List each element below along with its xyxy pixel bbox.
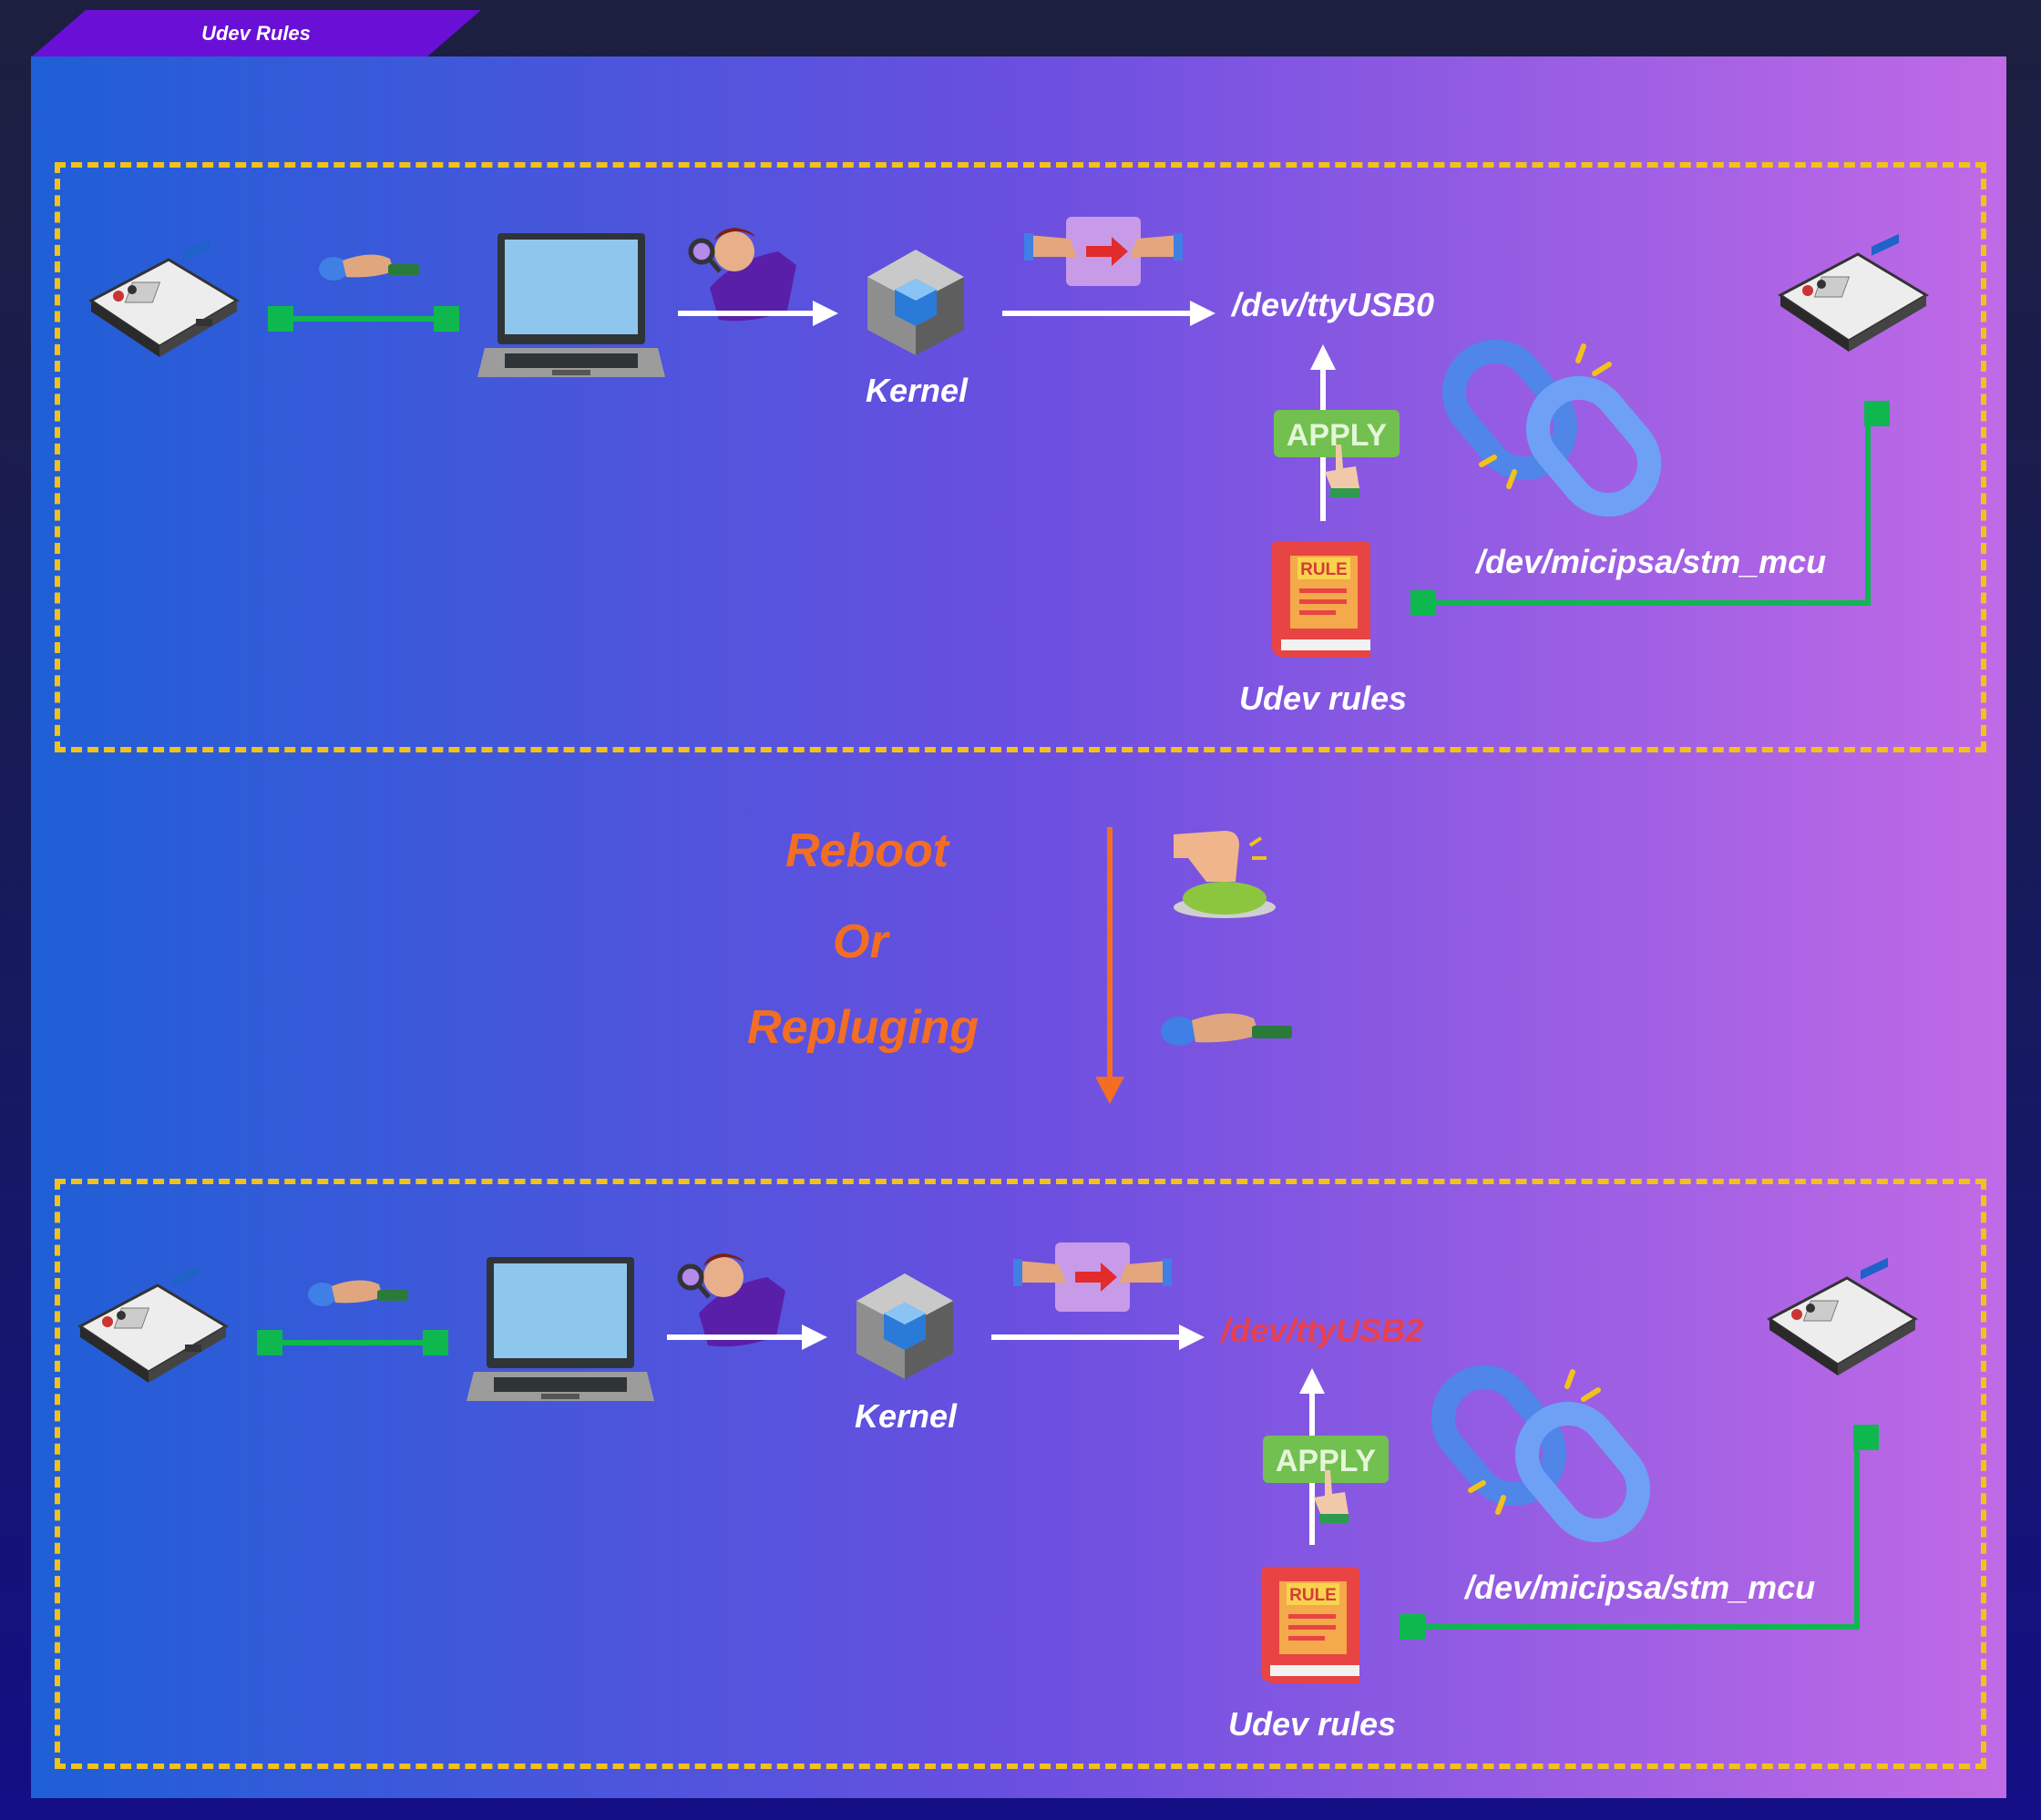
handoff-transfer-icon — [1024, 217, 1183, 286]
reboot-arrow-down — [1095, 827, 1124, 1104]
title-tab: Udev Rules — [31, 10, 481, 57]
symlink-label: /dev/micipsa/stm_mcu — [1476, 543, 1827, 580]
detective-inspecting-icon — [688, 228, 796, 322]
outer-frame — [31, 56, 2006, 1798]
symlink-connector — [1400, 1425, 1879, 1640]
udev-rules-label: Udev rules — [1228, 1705, 1397, 1743]
udev-rules-label: Udev rules — [1239, 680, 1408, 717]
title-tab-label: Udev Rules — [201, 22, 311, 45]
usb-plug-hand-icon — [308, 1280, 408, 1306]
reboot-label: Reboot — [785, 824, 949, 877]
chain-link-icon — [1441, 339, 1662, 517]
rule-book-icon: RULE — [1272, 541, 1370, 658]
arrow-to-kernel — [667, 1324, 827, 1350]
usb-plug-hand-icon — [319, 254, 419, 281]
arrow-to-device-node — [991, 1324, 1205, 1350]
device-node-label: /dev/ttyUSB0 — [1232, 286, 1435, 323]
handoff-transfer-icon — [1013, 1242, 1172, 1312]
microcontroller-board-icon — [88, 239, 240, 357]
usb-replug-hand-icon — [1161, 1013, 1292, 1046]
apply-button-icon: APPLY — [1274, 410, 1400, 497]
panel-after — [55, 1179, 1986, 1769]
panel-before — [55, 162, 1986, 752]
symlink-connector — [1410, 401, 1890, 616]
kernel-label: Kernel — [855, 1397, 958, 1435]
usb-cable-connector — [257, 1330, 448, 1355]
kernel-label: Kernel — [866, 372, 969, 409]
apply-button-icon: APPLY — [1263, 1436, 1389, 1523]
repluging-label: Repluging — [747, 1001, 979, 1054]
laptop-icon — [477, 233, 665, 377]
rule-text: RULE — [1300, 560, 1348, 579]
or-label: Or — [833, 915, 888, 968]
kernel-cube-icon — [867, 250, 964, 355]
laptop-icon — [467, 1257, 654, 1401]
rule-book-icon: RULE — [1261, 1567, 1359, 1683]
detective-inspecting-icon — [677, 1253, 785, 1347]
kernel-cube-icon — [856, 1273, 953, 1379]
arrow-to-device-node — [1002, 301, 1215, 326]
microcontroller-board-icon-right — [1767, 1257, 1918, 1375]
microcontroller-board-icon — [77, 1264, 229, 1383]
arrow-to-kernel — [678, 301, 838, 326]
usb-cable-connector — [268, 306, 459, 332]
symlink-label: /dev/micipsa/stm_mcu — [1465, 1569, 1816, 1606]
device-node-label-changed: /dev/ttyUSB2 — [1221, 1312, 1424, 1349]
rule-text: RULE — [1289, 1586, 1337, 1605]
microcontroller-board-icon-right — [1778, 233, 1929, 352]
chain-link-icon — [1431, 1365, 1651, 1543]
push-button-icon — [1174, 831, 1276, 918]
